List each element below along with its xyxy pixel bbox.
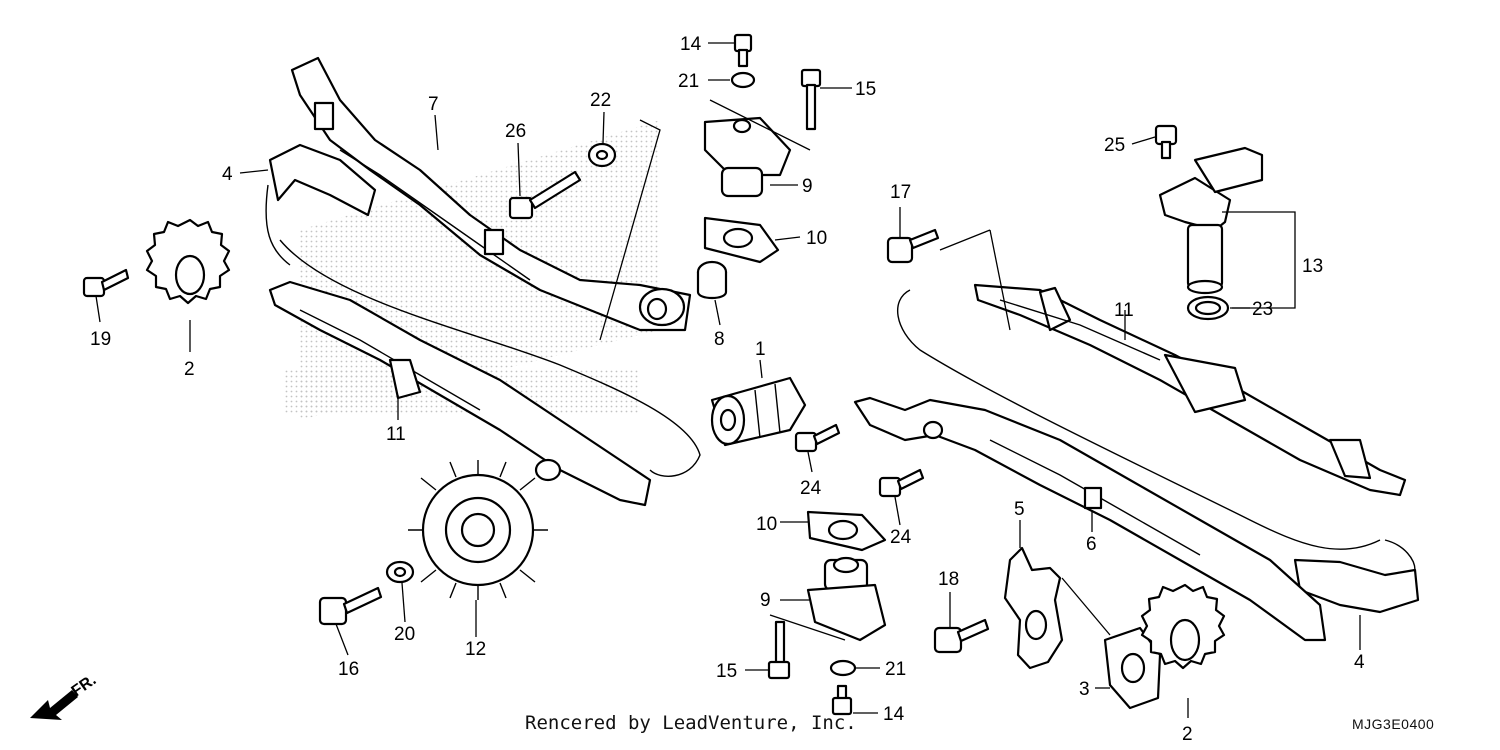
callout-7: 7 bbox=[428, 94, 439, 115]
leader-lines bbox=[95, 42, 1361, 718]
cam-chain-right bbox=[896, 289, 1420, 614]
callout-26: 26 bbox=[505, 121, 526, 142]
callout-12: 12 bbox=[465, 639, 486, 660]
callout-14-lower: 14 bbox=[883, 704, 905, 725]
callout-11-left: 11 bbox=[386, 424, 406, 445]
callout-4-left: 4 bbox=[222, 164, 233, 185]
diagram-code: MJG3E0400 bbox=[1352, 716, 1435, 732]
washer-22 bbox=[587, 142, 617, 168]
oring-23 bbox=[1186, 295, 1230, 321]
callout-25: 25 bbox=[1104, 135, 1125, 156]
bolt-15-top bbox=[800, 68, 822, 131]
bolt-17 bbox=[886, 228, 940, 264]
callout-22: 22 bbox=[590, 90, 611, 111]
callout-23: 23 bbox=[1252, 299, 1273, 320]
bolt-16 bbox=[318, 586, 383, 626]
bolt-24-a bbox=[794, 423, 841, 453]
bushing-8 bbox=[696, 260, 728, 300]
callout-18: 18 bbox=[938, 569, 959, 590]
washer-21-top bbox=[730, 71, 756, 89]
callout-20: 20 bbox=[394, 624, 415, 645]
gasket-10-lower bbox=[806, 510, 887, 552]
callout-17: 17 bbox=[890, 182, 911, 203]
callout-21-lower: 21 bbox=[885, 659, 906, 680]
bolt-14-top bbox=[733, 33, 753, 68]
tensioner-arm bbox=[290, 56, 692, 332]
callout-16: 16 bbox=[338, 659, 359, 680]
cam-chain-left bbox=[265, 143, 701, 477]
callout-15-top: 15 bbox=[855, 79, 876, 100]
bolt-19 bbox=[82, 268, 130, 298]
flange-3 bbox=[1103, 626, 1162, 710]
callout-10-lower: 10 bbox=[756, 514, 777, 535]
plate-5 bbox=[1003, 546, 1064, 670]
bolt-25 bbox=[1154, 124, 1178, 160]
callout-6: 6 bbox=[1086, 534, 1097, 555]
callout-9-top: 9 bbox=[802, 176, 813, 197]
callout-5: 5 bbox=[1014, 499, 1025, 520]
callout-labels: 1 2 2 3 4 4 5 6 7 8 9 9 10 10 11 11 12 1… bbox=[90, 34, 1365, 745]
tensioner-lifter-top bbox=[703, 116, 792, 198]
tensioner-lifter-lower bbox=[806, 556, 887, 642]
sprocket-right bbox=[1140, 583, 1226, 670]
cam-hub-1 bbox=[710, 376, 807, 447]
rendered-by-credit: Rencered by LeadVenture, Inc. bbox=[525, 712, 857, 734]
callout-19: 19 bbox=[90, 329, 111, 350]
callout-2-left: 2 bbox=[184, 359, 195, 380]
washer-21-lower bbox=[829, 659, 857, 677]
chain-guide-right bbox=[973, 283, 1407, 497]
bolt-24-b bbox=[878, 468, 925, 498]
callout-9-lower: 9 bbox=[760, 590, 771, 611]
callout-11-right: 11 bbox=[1114, 300, 1134, 321]
callout-13: 13 bbox=[1302, 256, 1323, 277]
callout-10-top: 10 bbox=[806, 228, 827, 249]
callout-3: 3 bbox=[1079, 679, 1090, 700]
gasket-10-top bbox=[703, 216, 780, 264]
chain-guide-left bbox=[268, 280, 652, 507]
callout-24-a: 24 bbox=[800, 478, 822, 499]
callout-2-right: 2 bbox=[1182, 724, 1193, 745]
callout-21-top: 21 bbox=[678, 71, 699, 92]
bolt-15-lower bbox=[767, 620, 791, 680]
bolt-14-lower bbox=[831, 684, 853, 716]
sensor-13 bbox=[1158, 146, 1264, 295]
callout-4-right: 4 bbox=[1354, 652, 1365, 673]
tensioner-arm-right bbox=[853, 396, 1327, 642]
callout-15-lower: 15 bbox=[716, 661, 737, 682]
callout-1: 1 bbox=[755, 339, 766, 360]
callout-24-b: 24 bbox=[890, 527, 912, 548]
sprocket-left bbox=[145, 218, 231, 305]
bolt-26 bbox=[508, 170, 582, 220]
callout-14-top: 14 bbox=[680, 34, 702, 55]
bolt-18 bbox=[933, 618, 990, 654]
callout-8: 8 bbox=[714, 329, 725, 350]
gear-12 bbox=[408, 460, 548, 600]
washer-20 bbox=[385, 560, 415, 584]
front-arrow-icon bbox=[30, 690, 78, 720]
front-direction-arrow: FR. bbox=[30, 672, 99, 720]
